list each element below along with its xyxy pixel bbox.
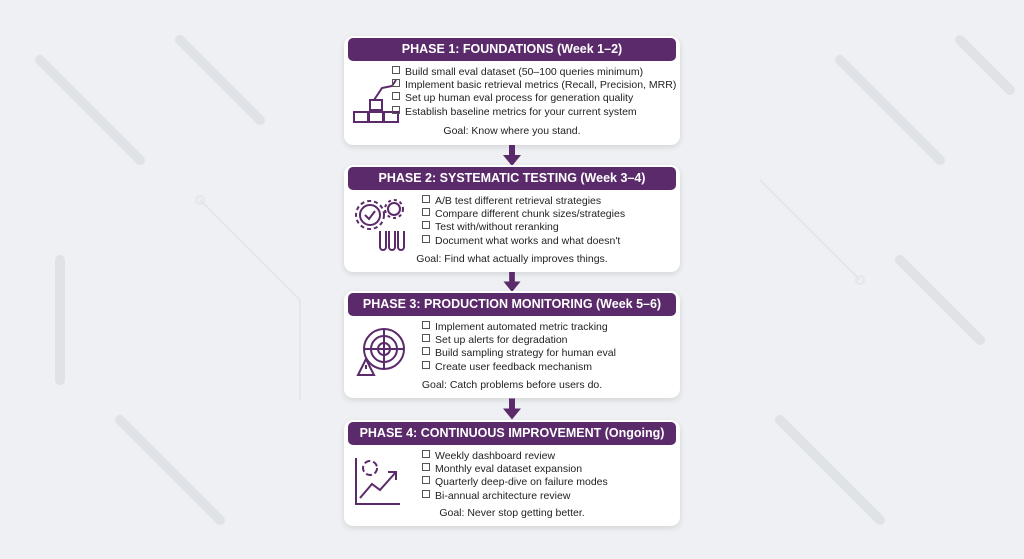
growth-chart-icon	[355, 458, 400, 505]
arrow-down-icon	[503, 145, 521, 166]
checklist-item: Bi-annual architecture review	[422, 490, 608, 503]
checklist-item: Document what works and what doesn't	[422, 235, 625, 248]
checklist-item: Quarterly deep-dive on failure modes	[422, 476, 608, 489]
phase-title: PHASE 3: PRODUCTION MONITORING (Week 5–6…	[348, 293, 676, 316]
phase-2-card: PHASE 2: SYSTEMATIC TESTING (Week 3–4) A…	[344, 165, 680, 272]
phase-goal: Goal: Find what actually improves things…	[416, 253, 608, 265]
checklist-item: Implement automated metric tracking	[422, 321, 616, 334]
checklist-item: Implement basic retrieval metrics (Recal…	[392, 79, 676, 92]
phase-title: PHASE 4: CONTINUOUS IMPROVEMENT (Ongoing…	[348, 422, 676, 445]
radar-alert-icon	[356, 328, 405, 376]
phase-4-card: PHASE 4: CONTINUOUS IMPROVEMENT (Ongoing…	[344, 420, 680, 526]
phase-goal: Goal: Catch problems before users do.	[421, 379, 603, 391]
phase-1-card: PHASE 1: FOUNDATIONS (Week 1–2) Build sm…	[344, 36, 680, 145]
phase-goal: Goal: Know where you stand.	[443, 125, 581, 137]
arrow-down-icon	[503, 272, 521, 292]
phase-title: PHASE 2: SYSTEMATIC TESTING (Week 3–4)	[348, 167, 676, 190]
checklist-item: Build sampling strategy for human eval	[422, 347, 616, 360]
checklist-item: Establish baseline metrics for your curr…	[392, 106, 676, 119]
checklist-item: A/B test different retrieval strategies	[422, 195, 625, 208]
checklist-item: Set up alerts for degradation	[422, 334, 616, 347]
checklist-item: Test with/without reranking	[422, 221, 625, 234]
phase-goal: Goal: Never stop getting better.	[439, 507, 585, 519]
phase-3-card: PHASE 3: PRODUCTION MONITORING (Week 5–6…	[344, 291, 680, 398]
checklist-item: Build small eval dataset (50–100 queries…	[392, 66, 676, 79]
arrow-down-icon	[503, 398, 521, 420]
checklist-item: Create user feedback mechanism	[422, 361, 616, 374]
gears-test-tubes-icon	[355, 199, 405, 251]
phase-title: PHASE 1: FOUNDATIONS (Week 1–2)	[348, 38, 676, 61]
checklist-item: Compare different chunk sizes/strategies	[422, 208, 625, 221]
checklist-item: Weekly dashboard review	[422, 450, 608, 463]
checklist-item: Set up human eval process for generation…	[392, 92, 676, 105]
checklist-item: Monthly eval dataset expansion	[422, 463, 608, 476]
